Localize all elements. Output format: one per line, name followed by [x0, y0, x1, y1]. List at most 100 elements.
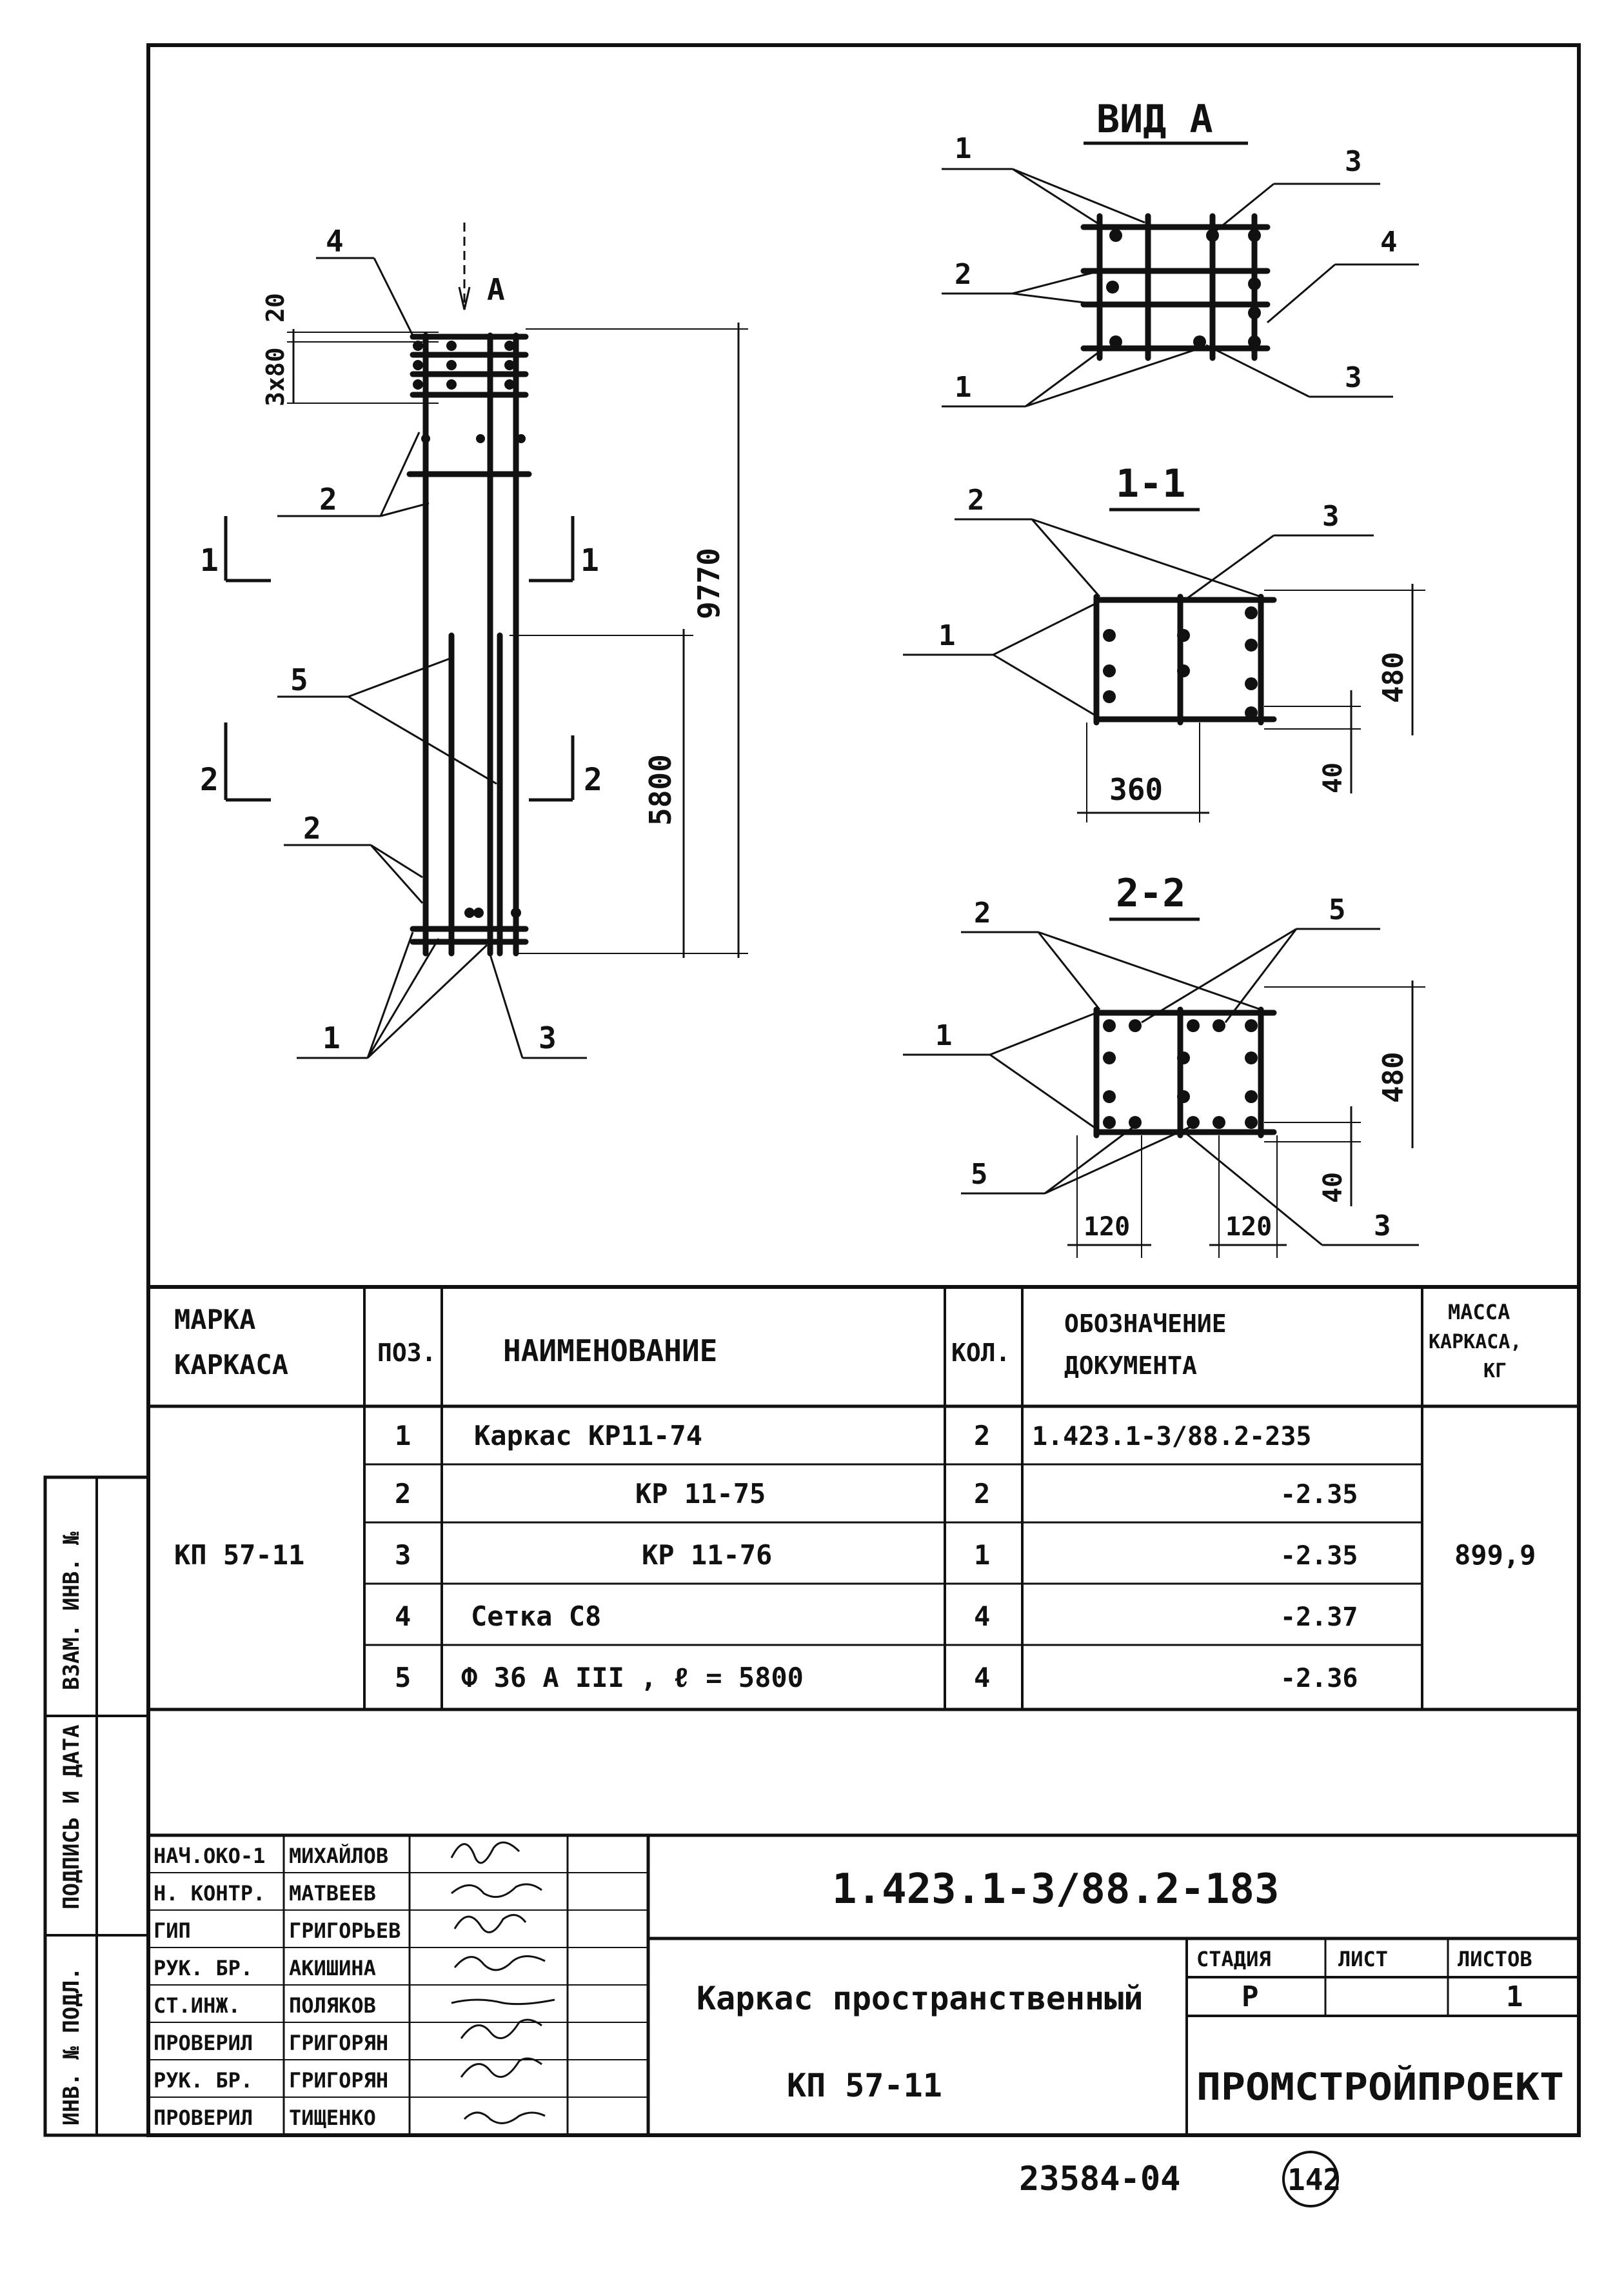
header-mark-line1: МАРКА: [174, 1304, 255, 1335]
row-5-name: Ф 36 А III , ℓ = 5800: [461, 1662, 804, 1693]
dim-bar5-length: 5800: [643, 754, 678, 826]
view-a-title: ВИД А: [1096, 97, 1213, 142]
page-number: 142: [1287, 2162, 1341, 2197]
elevation-view: А 20 3x80 9770 5800: [200, 223, 748, 1059]
view-a-callout-4: 4: [1380, 226, 1398, 259]
header-mass-line1: МАССА: [1448, 1300, 1510, 1324]
elev-callout-1: 1: [322, 1021, 341, 1055]
section1-callout-3: 3: [1322, 500, 1340, 533]
view-a-callout-3-top: 3: [1345, 145, 1362, 178]
row-3-qty: 1: [974, 1539, 990, 1571]
row-1-pos: 1: [395, 1420, 411, 1451]
elev-callout-5: 5: [290, 662, 308, 697]
dim-section2-height: 480: [1377, 1052, 1410, 1103]
section-mark-2-left: 2: [200, 762, 219, 798]
page-number-circle: [1282, 2151, 1339, 2207]
section2-callout-2: 2: [974, 897, 991, 930]
document-code: 1.423.1-3/88.2-183: [832, 1866, 1280, 1913]
row-3-doc: -2.35: [1280, 1541, 1358, 1571]
section2-callout-1: 1: [935, 1019, 953, 1052]
section1-callout-1: 1: [938, 619, 956, 652]
sign-role-1: НАЧ.ОКО-1: [153, 1844, 265, 1868]
view-a-callout-2: 2: [955, 258, 972, 291]
section-mark-2-right: 2: [584, 762, 602, 798]
sign-role-2: Н. КОНТР.: [153, 1881, 265, 1906]
document-subtitle: КП 57-11: [787, 2067, 942, 2104]
view-a-callout-1-top: 1: [955, 132, 972, 165]
dim-top-spacing: 20: [261, 293, 290, 323]
elev-callout-2-top: 2: [319, 482, 337, 517]
frame-mass: 899,9: [1454, 1539, 1536, 1571]
row-1-name: Каркас КР11-74: [474, 1420, 702, 1451]
view-a: ВИД А 1 3 2 4 1 3: [942, 97, 1419, 408]
section-2-title: 2-2: [1116, 871, 1185, 916]
sheet-label: ЛИСТ: [1338, 1947, 1388, 1971]
dim-overall-height: 9770: [691, 548, 726, 619]
sheet-frame: [146, 43, 1581, 2137]
archive-number: 23584-04: [1019, 2160, 1180, 2198]
stage-value: Р: [1242, 1980, 1259, 2013]
sign-name-7: ГРИГОРЯН: [289, 2068, 388, 2093]
row-5-qty: 4: [974, 1662, 990, 1693]
frame-mark: КП 57-11: [174, 1539, 304, 1571]
dim-bar-spacing: 3x80: [261, 347, 290, 406]
row-3-pos: 3: [395, 1539, 411, 1571]
sign-name-5: ПОЛЯКОВ: [289, 1993, 376, 2018]
sheets-value: 1: [1506, 1980, 1523, 2013]
sign-name-4: АКИШИНА: [289, 1956, 376, 1980]
header-doc-line2: ДОКУМЕНТА: [1064, 1351, 1197, 1380]
row-4-name: Сетка С8: [471, 1600, 601, 1632]
stage-label: СТАДИЯ: [1196, 1947, 1271, 1971]
section1-callout-2: 2: [967, 484, 985, 517]
document-title: Каркас пространственный: [697, 1980, 1143, 2017]
sheets-label: ЛИСТОВ: [1458, 1947, 1532, 1971]
view-a-callout-1-bottom: 1: [955, 371, 972, 404]
section2-callout-3: 3: [1374, 1210, 1391, 1242]
header-mass-line3: КГ: [1483, 1360, 1507, 1382]
spec-table: МАРКА КАРКАСА ПОЗ. НАИМЕНОВАНИЕ КОЛ. ОБО…: [148, 1285, 1579, 1711]
sign-role-8: ПРОВЕРИЛ: [153, 2106, 253, 2130]
section-mark-1-right: 1: [580, 543, 599, 579]
row-4-qty: 4: [974, 1600, 990, 1632]
row-2-pos: 2: [395, 1478, 411, 1509]
section2-callout-5-bottom: 5: [971, 1158, 988, 1191]
sign-name-2: МАТВЕЕВ: [289, 1881, 376, 1906]
row-5-doc: -2.36: [1280, 1664, 1358, 1693]
dim-section1-height: 480: [1377, 652, 1410, 703]
row-2-qty: 2: [974, 1478, 990, 1509]
row-1-doc: 1.423.1-3/88.2-235: [1032, 1422, 1311, 1451]
sign-name-6: ГРИГОРЯН: [289, 2031, 388, 2055]
dim-bar-offset-left: 120: [1084, 1212, 1130, 1242]
row-5-pos: 5: [395, 1662, 411, 1693]
header-mass-line2: КАРКАСА,: [1429, 1331, 1522, 1353]
header-name: НАИМЕНОВАНИЕ: [503, 1333, 717, 1368]
signature-scribbles: [450, 1841, 555, 2124]
row-2-doc: -2.35: [1280, 1480, 1358, 1509]
header-doc-line1: ОБОЗНАЧЕНИЕ: [1064, 1310, 1227, 1338]
view-arrow-label: А: [487, 272, 505, 307]
row-2-name: КР 11-75: [635, 1478, 766, 1509]
dim-section1-width: 360: [1109, 772, 1163, 807]
title-block: НАЧ.ОКО-1 МИХАЙЛОВ Н. КОНТР. МАТВЕЕВ ГИП…: [148, 1833, 1579, 2135]
elev-callout-4: 4: [326, 224, 344, 259]
elev-callout-2-bottom: 2: [303, 811, 321, 846]
sign-role-5: СТ.ИНЖ.: [153, 1993, 241, 2018]
section-2-2: 2-2 480 40 120 120 2 5: [903, 871, 1425, 1258]
section-1-1: 1-1 480 40 360 2 3 1: [903, 461, 1425, 822]
header-qty: КОЛ.: [951, 1339, 1011, 1367]
dim-section2-cover: 40: [1318, 1172, 1348, 1203]
row-3-name: КР 11-76: [642, 1539, 772, 1571]
section-1-title: 1-1: [1116, 461, 1185, 506]
row-4-pos: 4: [395, 1600, 411, 1632]
stamp-label-3: ИНВ. № ПОДЛ.: [59, 1967, 84, 2126]
section-mark-1-left: 1: [200, 543, 219, 579]
stamp-label-1: ВЗАМ. ИНВ. №: [59, 1531, 84, 1690]
stamp-label-2: ПОДПИСЬ И ДАТА: [59, 1724, 84, 1909]
sign-name-8: ТИЩЕНКО: [289, 2106, 376, 2130]
row-1-qty: 2: [974, 1420, 990, 1451]
side-stamp: ВЗАМ. ИНВ. № ПОДПИСЬ И ДАТА ИНВ. № ПОДЛ.: [43, 1475, 150, 2137]
row-4-doc: -2.37: [1280, 1602, 1358, 1632]
header-pos: ПОЗ.: [377, 1339, 437, 1367]
sign-name-1: МИХАЙЛОВ: [289, 1844, 388, 1868]
